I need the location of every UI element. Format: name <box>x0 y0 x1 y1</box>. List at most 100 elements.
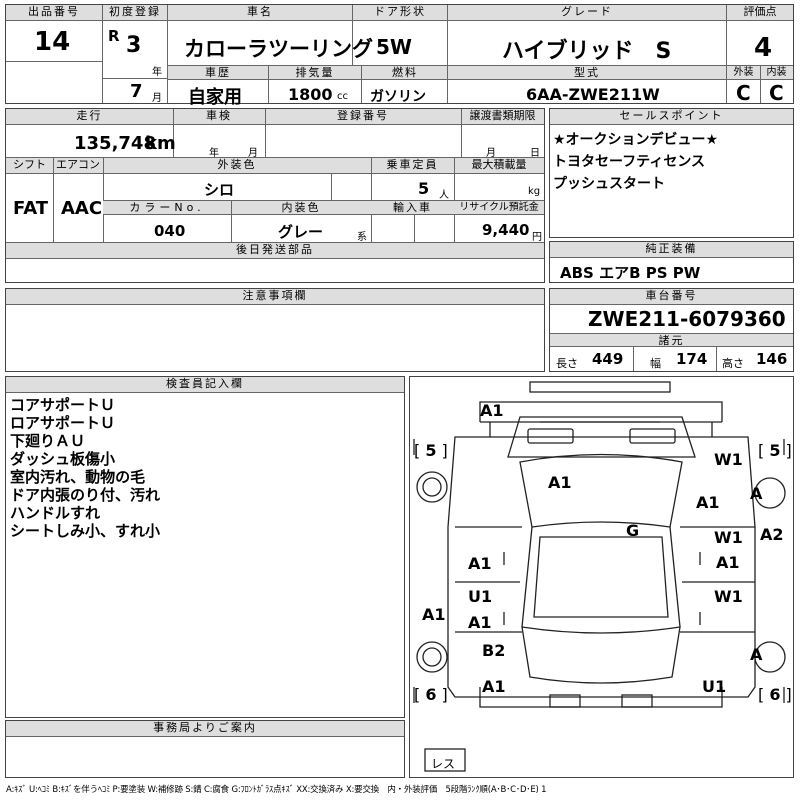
insp-month-unit: 月 <box>248 148 258 159</box>
vehicle-detail-section: 走行 車検 登録番号 譲渡書類期限 135,748 km 年 月 月 日 シフト… <box>5 108 545 283</box>
history-header: 車歴 <box>168 66 268 80</box>
tread-rear-left: [ 6 ] <box>414 685 448 704</box>
inspector-note: ハンドルすれ <box>10 504 101 522</box>
first-reg-header: 初度登録 <box>103 5 167 21</box>
mileage-unit: km <box>145 133 176 154</box>
reg-year: 3 <box>126 33 142 58</box>
model-header: 型式 <box>448 66 726 80</box>
caution-header: 注意事項欄 <box>6 289 544 305</box>
mark-front-bumper: A1 <box>480 401 504 420</box>
mark-windshield: G <box>626 521 640 540</box>
score: 4 <box>754 33 773 63</box>
top-section: 出品番号 14 初度登録 R 3 年 7 月 車名 カローラツーリング ドア形状… <box>5 4 794 108</box>
mark-left-side: A1 <box>422 605 446 624</box>
mark-left-rear-door-a: A1 <box>468 613 492 632</box>
ext-color: シロ <box>204 181 235 199</box>
height-value: 146 <box>756 350 788 368</box>
car-outline <box>413 381 786 772</box>
sales-point-section: セールスポイント ★オークションデビュー★ トヨタセーフティセンス プッシュスタ… <box>549 108 794 238</box>
mark-right-front-door-a: A1 <box>716 553 740 572</box>
inspector-section: 検査員記入欄 コアサポートＵ ロアサポートＵ 下廻りＡＵ ダッシュ板傷小 室内汚… <box>5 376 405 718</box>
lot-number: 14 <box>34 27 71 57</box>
width-label: 幅 <box>650 357 661 370</box>
car-name: カローラツーリング <box>184 37 373 61</box>
inspector-header: 検査員記入欄 <box>6 377 404 393</box>
inspector-note: 下廻りＡＵ <box>10 432 86 450</box>
mark-right-front-wheel: W1 <box>714 450 743 469</box>
month-unit: 月 <box>152 93 162 104</box>
mark-left-front-door: A1 <box>468 554 492 573</box>
ac-type: AAC <box>61 198 103 219</box>
grade: ハイブリッド S <box>502 39 672 64</box>
recycle-fee: 9,440 <box>482 221 530 239</box>
displacement-header: 排気量 <box>269 66 361 80</box>
equipment-section: 純正装備 ABS エアB PS PW <box>549 241 794 283</box>
reg-no-header: 登録番号 <box>265 109 461 125</box>
color-no-header: カラーNo. <box>103 201 231 215</box>
tread-front-right: [ 5 ] <box>758 441 792 460</box>
mark-rear-bumper: A1 <box>482 677 506 696</box>
sales-point-3: プッシュスタート <box>553 176 665 192</box>
sales-point-2: トヨタセーフティセンス <box>553 154 706 170</box>
color-no: 040 <box>154 222 186 240</box>
inspection-header: 車検 <box>173 109 265 125</box>
interior-header: 内装 <box>760 66 793 80</box>
exterior-score: C <box>736 81 751 105</box>
inspector-note: 室内汚れ、動物の毛 <box>10 468 146 486</box>
transfer-month-unit: 月 <box>486 148 496 159</box>
inspector-note: ダッシュ板傷小 <box>10 450 116 468</box>
mileage: 135,748 <box>74 133 156 154</box>
equipment-items: ABS エアB PS PW <box>560 264 701 282</box>
mark-right-side: A2 <box>760 525 784 544</box>
inspector-note: シートしみ小、すれ小 <box>10 522 161 540</box>
mileage-header: 走行 <box>6 109 173 125</box>
mark-rear-right: U1 <box>702 677 727 696</box>
reg-month: 7 <box>130 81 143 102</box>
spare-tire: レス <box>431 757 456 771</box>
tread-rear-right: [ 6 ] <box>758 685 792 704</box>
capacity: 5 <box>418 179 430 198</box>
door-header: ドア形状 <box>353 5 447 21</box>
mark-right-front-fender: A1 <box>696 493 720 512</box>
height-label: 高さ <box>722 357 744 370</box>
caution-section: 注意事項欄 <box>5 288 545 372</box>
score-header: 評価点 <box>727 5 793 21</box>
model: 6AA-ZWE211W <box>526 85 660 104</box>
spec-header: 諸元 <box>550 333 793 347</box>
int-color-header: 内装色 <box>231 201 371 215</box>
length-value: 449 <box>592 350 624 368</box>
mark-left-rear-quarter: B2 <box>482 641 506 660</box>
fuel-header: 燃料 <box>362 66 448 80</box>
office-header: 事務局よりご案内 <box>6 721 404 737</box>
mark-hood: A1 <box>548 473 572 492</box>
sales-point-header: セールスポイント <box>550 109 793 125</box>
length-label: 長さ <box>556 357 578 370</box>
displacement-unit: cc <box>337 91 348 102</box>
chassis-section: 車台番号 ZWE211-6079360 諸元 長さ 449 幅 174 高さ 1… <box>549 288 794 372</box>
mark-right-front-tire: A <box>750 484 763 503</box>
shift: FAT <box>13 198 49 219</box>
max-load-unit: kg <box>528 186 541 197</box>
width-value: 174 <box>676 350 708 368</box>
grade-header: グレード <box>448 5 726 21</box>
lot-header: 出品番号 <box>6 5 102 21</box>
max-load-header: 最大積載量 <box>454 158 544 174</box>
door-type: 5W <box>376 35 412 59</box>
mark-left-rear-door-u: U1 <box>468 587 493 606</box>
car-name-header: 車名 <box>168 5 352 21</box>
office-section: 事務局よりご案内 <box>5 720 405 778</box>
inspector-note: コアサポートＵ <box>10 396 116 414</box>
import-header: 輸入車 <box>371 201 454 215</box>
ext-color-header: 外装色 <box>103 158 371 174</box>
inspector-note: ロアサポートＵ <box>10 414 116 432</box>
equipment-header: 純正装備 <box>550 242 793 258</box>
recycle-unit: 円 <box>532 232 542 243</box>
transfer-day-unit: 日 <box>530 148 540 159</box>
chassis-number: ZWE211-6079360 <box>588 307 786 331</box>
inspector-note: ドア内張のり付、汚れ <box>10 486 161 504</box>
exterior-header: 外装 <box>727 66 760 80</box>
mark-right-front-door-w: W1 <box>714 528 743 547</box>
year-unit: 年 <box>152 67 162 78</box>
transfer-header: 譲渡書類期限 <box>461 109 544 125</box>
era: R <box>108 27 120 45</box>
